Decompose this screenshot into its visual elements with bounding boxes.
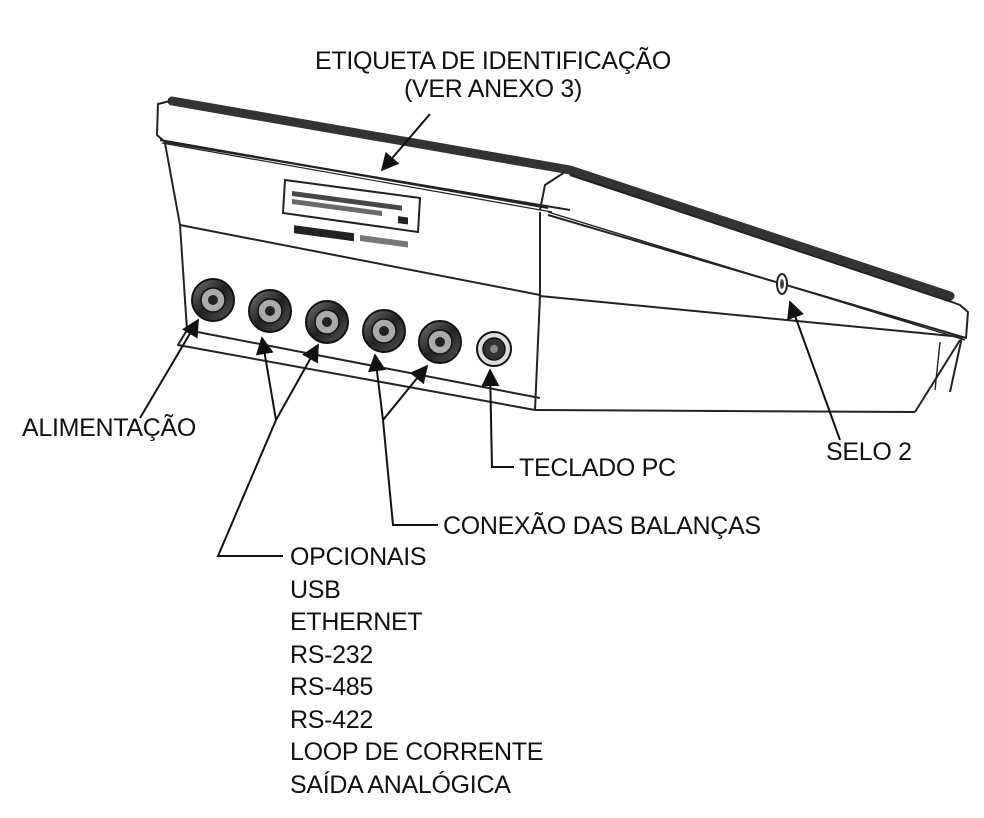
- callout-opcionais: [216, 419, 283, 557]
- label-etiqueta-line2: (VER ANEXO 3): [403, 75, 583, 103]
- label-teclado-pc: TECLADO PC: [519, 454, 676, 482]
- opcionais-title: OPCIONAIS: [290, 543, 427, 571]
- callout-conexao-b: [382, 364, 429, 421]
- cable-gland-2: [248, 289, 292, 333]
- opcionais-item-usb: USB: [290, 575, 341, 604]
- identification-plate: [281, 178, 422, 248]
- opcionais-list: OPCIONAIS USB ETHERNET RS-232 RS-485 RS-…: [290, 541, 543, 801]
- opcionais-item-rs232: RS-232: [290, 640, 373, 669]
- opcionais-item-loop: LOOP DE CORRENTE: [290, 738, 544, 766]
- opcionais-item-ethernet: ETHERNET: [290, 608, 423, 636]
- callout-teclado: [481, 368, 514, 468]
- keyboard-connector: [476, 331, 512, 367]
- label-conexao-balancas: CONEXÃO DAS BALANÇAS: [443, 512, 761, 540]
- callout-opcionais-a: [255, 336, 277, 421]
- enclosure-body: [156, 96, 969, 413]
- cable-gland-3: [305, 300, 349, 344]
- seal-screw: [776, 273, 788, 295]
- callout-etiqueta: [380, 113, 431, 172]
- label-etiqueta: ETIQUETA DE IDENTIFICAÇÃO (VER ANEXO 3): [296, 47, 690, 103]
- label-etiqueta-line1: ETIQUETA DE IDENTIFICAÇÃO: [315, 47, 671, 75]
- cable-gland-1: [191, 278, 235, 322]
- cable-gland-4: [362, 309, 406, 353]
- callout-conexao-a: [368, 353, 386, 421]
- callout-lines: [139, 113, 841, 557]
- opcionais-item-saida: SAÍDA ANALÓGICA: [290, 770, 511, 799]
- callout-conexao: [382, 419, 438, 526]
- label-selo-2: SELO 2: [826, 438, 912, 466]
- callout-alimentacao: [139, 318, 199, 419]
- opcionais-item-rs485: RS-485: [290, 673, 373, 701]
- callout-selo: [787, 300, 841, 441]
- callout-opcionais-b: [275, 343, 319, 421]
- opcionais-item-rs422: RS-422: [290, 705, 373, 734]
- label-alimentacao: ALIMENTAÇÃO: [22, 414, 197, 442]
- cable-gland-5: [418, 320, 462, 364]
